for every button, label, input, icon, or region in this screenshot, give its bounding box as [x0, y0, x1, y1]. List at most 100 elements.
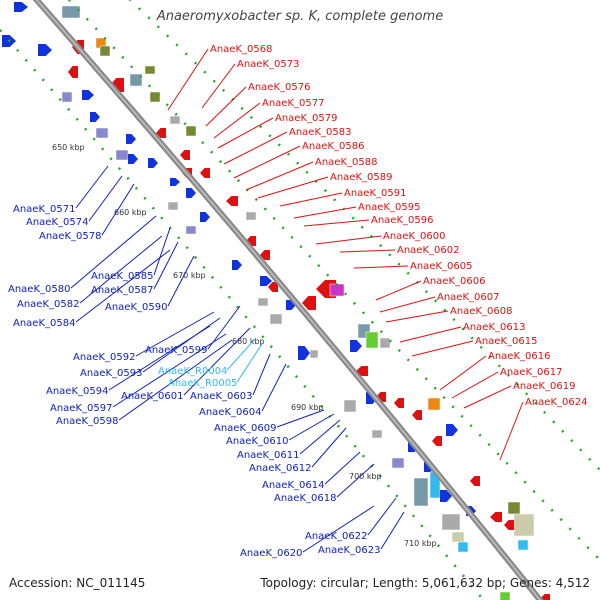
forward-gene-label: AnaeK_0609 [214, 423, 276, 434]
forward-gene-label: AnaeK_0622 [305, 531, 367, 542]
forward-gene-arrow [232, 260, 242, 270]
forward-gene-leader [288, 413, 335, 441]
gene-block [144, 65, 156, 75]
reverse-gene-leader [439, 355, 487, 391]
gene-block [169, 115, 181, 125]
gene-block [269, 313, 283, 325]
gene-block [185, 225, 197, 235]
forward-gene-leader [101, 183, 135, 236]
reverse-gene-leader [451, 371, 499, 399]
forward-gene-label: AnaeK_0578 [39, 231, 101, 242]
gene-block [457, 541, 469, 553]
reverse-gene-label: AnaeK_0586 [302, 141, 364, 152]
reverse-gene-label: AnaeK_0617 [500, 367, 562, 378]
reverse-gene-arrow [432, 436, 442, 446]
forward-gene-leader [108, 325, 211, 391]
reverse-gene-leader [339, 249, 396, 253]
forward-gene-leader [75, 249, 171, 323]
reverse-gene-leader [499, 401, 524, 461]
gene-block [257, 297, 269, 307]
reverse-gene-arrow [200, 168, 210, 178]
forward-gene-leader [367, 497, 397, 536]
gene-block [391, 457, 405, 469]
gene-block [517, 539, 529, 551]
forward-gene-arrow [126, 134, 136, 144]
scale-tick-label: 650 kbp [52, 143, 85, 152]
rna-gene-label: AnaeK_R0004 [158, 366, 227, 377]
gene-block [61, 91, 73, 103]
forward-gene-leader [276, 409, 325, 428]
forward-gene-leader [380, 511, 405, 550]
forward-gene-label: AnaeK_0594 [46, 386, 108, 397]
reverse-gene-leader [213, 102, 261, 139]
forward-gene-leader [112, 333, 227, 408]
forward-gene-label: AnaeK_0601 [121, 391, 183, 402]
reverse-gene-arrow [302, 296, 316, 310]
scale-tick-label: 710 kbp [404, 539, 437, 548]
forward-gene-label: AnaeK_0574 [26, 217, 88, 228]
forward-gene-arrow [90, 112, 100, 122]
reverse-gene-leader [217, 117, 274, 149]
forward-gene-arrow [148, 158, 158, 168]
forward-gene-leader [167, 255, 195, 307]
rna-gene-leader [236, 343, 263, 383]
forward-gene-label: AnaeK_0582 [17, 299, 79, 310]
reverse-gene-label: AnaeK_0591 [344, 188, 406, 199]
reverse-gene-label: AnaeK_0595 [358, 202, 420, 213]
forward-gene-label: AnaeK_0620 [240, 548, 302, 559]
forward-gene-arrow [170, 178, 180, 186]
forward-gene-label: AnaeK_0580 [8, 284, 70, 295]
gene-block [95, 127, 109, 139]
gene-block [309, 349, 319, 359]
forward-gene-label: AnaeK_0584 [13, 318, 75, 329]
scale-tick-label: 680 kbp [232, 337, 265, 346]
reverse-gene-leader [399, 326, 462, 343]
reverse-gene-label: AnaeK_0573 [237, 59, 299, 70]
rna-gene-label: AnaeK_R0005 [168, 378, 237, 389]
reverse-gene-label: AnaeK_0606 [423, 276, 485, 287]
forward-gene-leader [183, 327, 251, 396]
label-leader-lines [70, 48, 524, 553]
gene-block [499, 591, 511, 600]
gene-block [245, 211, 257, 221]
reverse-gene-leader [205, 86, 247, 127]
forward-gene-label: AnaeK_0571 [13, 204, 75, 215]
reverse-gene-leader [385, 310, 449, 323]
reverse-gene-leader [201, 63, 236, 109]
forward-gene-arrow [82, 90, 94, 100]
reverse-gene-label: AnaeK_0607 [437, 292, 499, 303]
gene-block [513, 513, 535, 537]
forward-gene-label: AnaeK_0604 [199, 407, 261, 418]
gene-block [507, 501, 521, 515]
reverse-gene-arrow [68, 66, 78, 78]
forward-gene-arrow [260, 276, 272, 286]
forward-gene-leader [142, 317, 221, 373]
gene-block [365, 331, 379, 349]
forward-gene-leader [88, 175, 123, 222]
forward-gene-leader [324, 451, 361, 485]
reverse-gene-label: AnaeK_0583 [289, 127, 351, 138]
forward-gene-arrow [440, 490, 452, 502]
reverse-gene-arrow [470, 476, 480, 486]
forward-gene-leader [153, 241, 179, 290]
reverse-gene-label: AnaeK_0600 [383, 231, 445, 242]
gene-block [329, 283, 345, 297]
gene-block [413, 477, 429, 507]
scale-tick-label: 660 kbp [114, 208, 147, 217]
backbone-highlight [35, 0, 542, 600]
forward-gene-label: AnaeK_0592 [73, 352, 135, 363]
gene-block [343, 399, 357, 413]
reverse-gene-leader [375, 280, 422, 301]
forward-gene-label: AnaeK_0585 [91, 271, 153, 282]
forward-gene-arrow [446, 424, 458, 436]
scale-tick-label: 690 kbp [291, 403, 324, 412]
forward-gene-leader [299, 419, 341, 455]
reverse-gene-label: AnaeK_0602 [397, 245, 459, 256]
reverse-gene-label: AnaeK_0588 [315, 157, 377, 168]
forward-gene-arrow [350, 340, 362, 352]
forward-gene-label: AnaeK_0597 [50, 403, 112, 414]
gene-block [427, 397, 441, 411]
forward-gene-label: AnaeK_0618 [274, 493, 336, 504]
gene-labels: AnaeK_0568AnaeK_0573AnaeK_0576AnaeK_0577… [8, 44, 587, 559]
